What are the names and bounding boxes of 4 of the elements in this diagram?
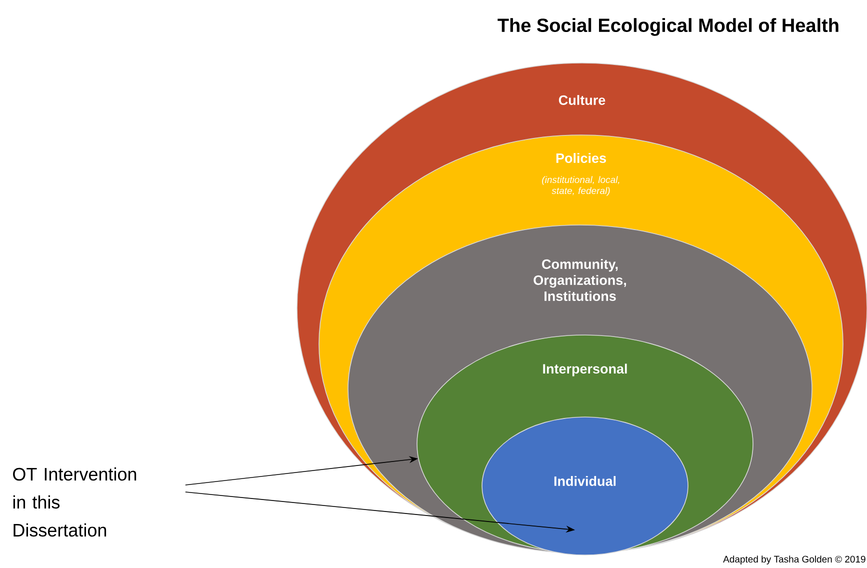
ellipse-band: Individual [482,416,688,556]
title: The Social Ecological Model of Health [498,18,838,36]
callout-text: OT Intervention in this Dissertation [13,467,136,537]
credit-text: Adapted by Tasha Golden © 2019 [723,556,866,564]
